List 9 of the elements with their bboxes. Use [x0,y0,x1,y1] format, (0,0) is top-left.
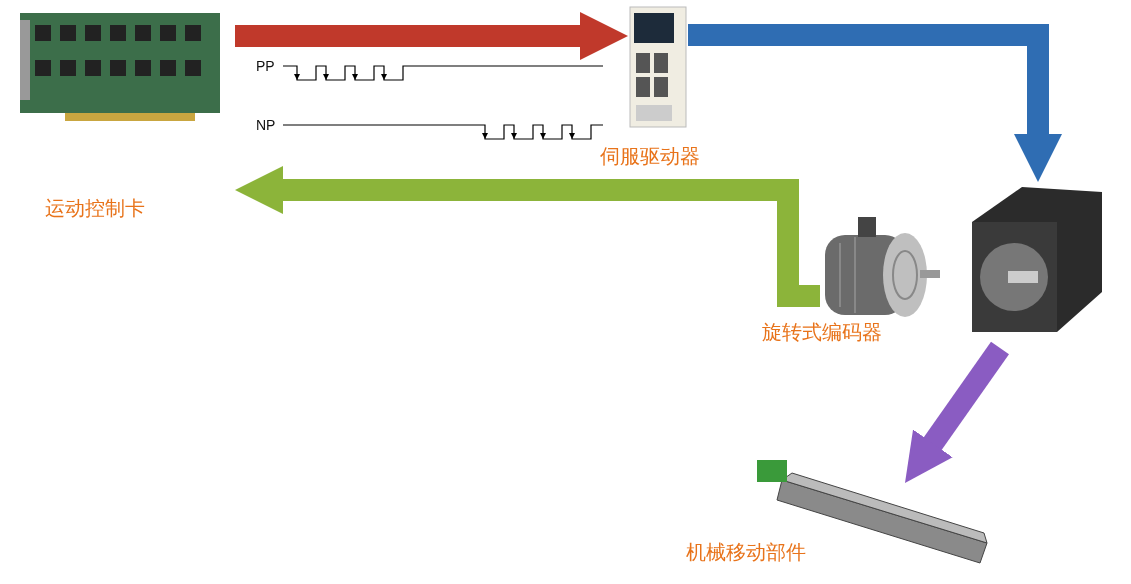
arrow [235,165,820,307]
component-label: 机械移动部件 [686,539,806,566]
signal-label: NP [256,117,276,133]
arrow [235,11,628,61]
component-label: 伺服驱动器 [600,143,700,170]
signal-label: PP [256,58,275,74]
arrow [688,24,1063,182]
component-label: 运动控制卡 [45,195,145,222]
component-label: 旋转式编码器 [762,319,882,346]
